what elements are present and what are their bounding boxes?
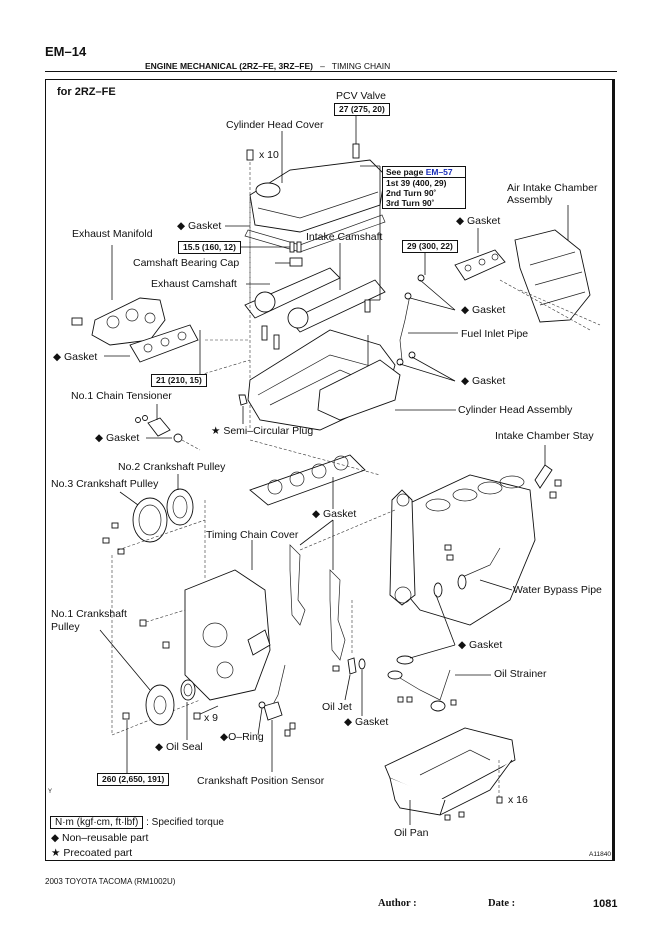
page-id: EM–14: [45, 44, 87, 59]
cylinder-block-part: [389, 474, 536, 626]
torque-crankshaft-pulley: 260 (2,650, 191): [97, 773, 170, 786]
label-gasket-exhaust-manifold: ◆ Gasket: [53, 351, 98, 363]
label-cylinder-head-assembly: Cylinder Head Assembly: [458, 404, 573, 416]
label-timing-chain-cover: Timing Chain Cover: [206, 529, 299, 541]
label-gasket-fuel-upper: ◆ Gasket: [461, 304, 506, 316]
spec-step-3: 3rd Turn 90˚: [386, 198, 435, 208]
spec-step-1: 1st 39 (400, 29): [386, 178, 447, 188]
oil-strainer-part: [387, 594, 491, 712]
torque-intake-manifold: 29 (300, 22): [402, 240, 458, 253]
exhaust-manifold-part: [71, 245, 166, 346]
footer-vehicle: 2003 TOYOTA TACOMA (RM1002U): [45, 877, 176, 886]
label-gasket-tensioner: ◆ Gasket: [95, 432, 140, 444]
subsection-title: TIMING CHAIN: [331, 61, 391, 71]
cylinder-head-bolt-spec-box: See page EM–57 1st 39 (400, 29) 2nd Turn…: [382, 166, 466, 209]
label-water-bypass-pipe: Water Bypass Pipe: [513, 584, 602, 596]
torque-exhaust-manifold: 21 (210, 15): [151, 374, 207, 387]
pcv-valve-part: [352, 116, 360, 159]
semi-circular-plug-part: [238, 394, 248, 424]
chain-tensioner-part: [135, 404, 201, 451]
label-gasket-intake-chamber: ◆ Gasket: [456, 215, 501, 227]
bearing-cap-part: [238, 241, 303, 267]
label-exhaust-camshaft: Exhaust Camshaft: [151, 278, 237, 290]
label-no1-crankshaft-pulley-2: Pulley: [51, 621, 80, 633]
label-intake-chamber-stay: Intake Chamber Stay: [495, 430, 594, 442]
engine-variant-label: for 2RZ–FE: [57, 86, 116, 98]
torque-camshaft-bearing-cap: 15.5 (160, 12): [178, 241, 241, 254]
label-crankshaft-position-sensor: Crankshaft Position Sensor: [197, 775, 325, 787]
label-gasket-oil-jet: ◆ Gasket: [344, 716, 389, 728]
label-no1-chain-tensioner: No.1 Chain Tensioner: [71, 390, 172, 402]
cylinder-head-part: [247, 299, 456, 431]
see-page-row: See page EM–57: [383, 167, 465, 178]
label-gasket-head-cover: ◆ Gasket: [177, 220, 222, 232]
see-page-link[interactable]: EM–57: [425, 167, 453, 177]
no1-crankshaft-pulley-part: [99, 629, 175, 773]
legend-torque-desc: : Specified torque: [146, 817, 224, 828]
label-no3-crankshaft-pulley: No.3 Crankshaft Pulley: [51, 478, 159, 490]
label-oil-seal: ◆ Oil Seal: [155, 741, 203, 753]
oil-jet-part: [332, 600, 366, 716]
cover-bolts-x9-part: [193, 705, 219, 720]
no3-crankshaft-pulley-part: [119, 491, 168, 543]
label-fuel-inlet-pipe: Fuel Inlet Pipe: [461, 328, 529, 340]
oil-seal-part: [180, 679, 196, 740]
exhaust-gasket-part: [104, 324, 199, 363]
camshafts-part: [244, 243, 386, 333]
section-header: ENGINE MECHANICAL (2RZ–FE, 3RZ–FE) – TIM…: [145, 61, 390, 71]
header-rule: [45, 71, 617, 72]
label-pcv-valve: PCV Valve: [336, 90, 386, 102]
legend-torque-unit: N·m (kgf·cm, ft·lbf): [50, 816, 144, 829]
fuel-inlet-pipe-part: [396, 250, 458, 382]
label-no1-crankshaft-pulley: No.1 Crankshaft: [51, 608, 127, 620]
timing-cover-gaskets-part: [289, 509, 396, 661]
torque-pcv-valve: 27 (275, 20): [334, 103, 390, 116]
pulley-bolts-part: [102, 500, 206, 580]
label-camshaft-bearing-cap: Camshaft Bearing Cap: [133, 257, 240, 269]
head-gasket-part: [249, 454, 366, 509]
label-oil-jet: Oil Jet: [322, 701, 352, 713]
label-cylinder-head-cover: Cylinder Head Cover: [226, 119, 324, 131]
oil-pan-part: [384, 727, 516, 825]
footer-author-label: Author :: [378, 898, 417, 909]
figure-id: A11840: [589, 851, 611, 858]
label-intake-camshaft: Intake Camshaft: [306, 231, 383, 243]
label-air-intake-chamber: Air Intake Chamber: [507, 182, 598, 194]
legend-precoated: ★ Precoated part: [51, 847, 133, 859]
label-no2-crankshaft-pulley: No.2 Crankshaft Pulley: [118, 461, 226, 473]
corner-mark: Y: [48, 789, 53, 795]
intake-chamber-part: [454, 205, 601, 331]
legend-non-reusable: ◆ Non–reusable part: [51, 832, 149, 844]
section-title: ENGINE MECHANICAL (2RZ–FE, 3RZ–FE): [145, 61, 313, 71]
spec-step-2: 2nd Turn 90˚: [386, 188, 437, 198]
label-air-intake-chamber-2: Assembly: [507, 194, 553, 206]
crank-position-sensor-part: [257, 664, 296, 772]
label-exhaust-manifold: Exhaust Manifold: [72, 228, 153, 240]
label-semi-circular-plug: ★ Semi–Circular Plug: [211, 425, 314, 437]
section-separator: –: [320, 61, 325, 71]
label-oil-pan: Oil Pan: [394, 827, 429, 839]
label-cover-bolt-count-9: x 9: [204, 712, 219, 724]
legend-torque-row: N·m (kgf·cm, ft·lbf) : Specified torque: [50, 816, 224, 829]
timing-chain-cover-part: [139, 540, 271, 701]
see-page-prefix: See page: [386, 167, 424, 177]
label-oil-strainer: Oil Strainer: [494, 668, 547, 680]
label-gasket-strainer: ◆ Gasket: [458, 639, 503, 651]
no2-crankshaft-pulley-part: [166, 474, 194, 526]
footer-page-number: 1081: [593, 898, 618, 910]
label-gasket-head: ◆ Gasket: [312, 508, 357, 520]
label-gasket-fuel-lower: ◆ Gasket: [461, 375, 506, 387]
footer-date-label: Date :: [488, 898, 516, 909]
label-cover-bolt-count: x 10: [259, 149, 279, 161]
intake-chamber-stay-part: [534, 445, 562, 499]
label-o-ring: ◆O–Ring: [220, 731, 264, 743]
label-oil-pan-bolt-count: x 16: [508, 794, 528, 806]
figure-frame: [45, 79, 615, 861]
